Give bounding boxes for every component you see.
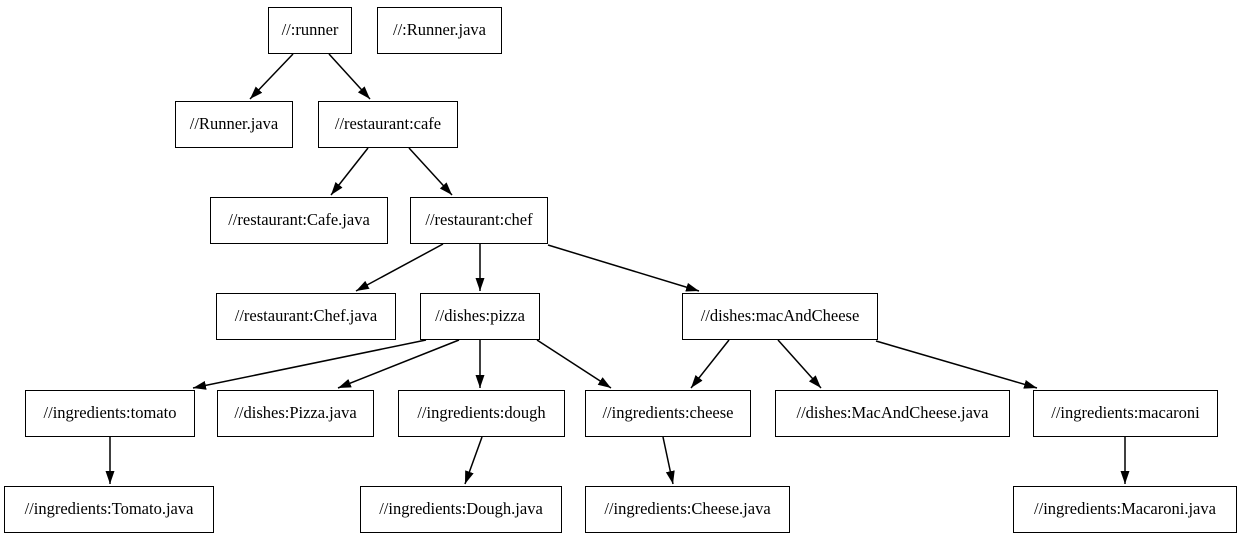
graph-node-label: //dishes:pizza <box>435 306 525 326</box>
edge-chef-to-chef-java <box>355 243 444 292</box>
edge-mac-and-cheese-to-macaroni <box>875 340 1038 389</box>
graph-node-label: //:Runner.java <box>392 20 487 40</box>
edge-runner-to-cafe <box>328 53 371 100</box>
graph-node-mac-and-cheese: //dishes:macAndCheese <box>682 293 878 340</box>
graph-node-runner-java-file: //Runner.java <box>175 101 293 148</box>
edge-runner-to-runner-java-file <box>249 53 294 100</box>
graph-node-dough: //ingredients:dough <box>398 390 565 437</box>
edge-cafe-to-chef <box>408 147 453 196</box>
graph-node-cafe: //restaurant:cafe <box>318 101 458 148</box>
graph-node-label: //restaurant:Cafe.java <box>228 210 370 230</box>
graph-node-label: //ingredients:macaroni <box>1051 403 1200 423</box>
edge-mac-and-cheese-to-cheese <box>690 339 730 389</box>
edge-chef-to-mac-and-cheese <box>547 244 700 292</box>
graph-node-pizza-java: //dishes:Pizza.java <box>217 390 374 437</box>
graph-node-label: //ingredients:Tomato.java <box>24 499 194 519</box>
edge-cheese-to-cheese-java <box>662 436 675 485</box>
graph-node-cafe-java: //restaurant:Cafe.java <box>210 197 388 244</box>
graph-node-tomato: //ingredients:tomato <box>25 390 195 437</box>
graph-node-label: //Runner.java <box>189 114 279 134</box>
graph-node-runner: //:runner <box>268 7 352 54</box>
graph-node-label: //dishes:MacAndCheese.java <box>796 403 989 423</box>
graph-node-label: //ingredients:tomato <box>43 403 177 423</box>
graph-node-macaroni-java: //ingredients:Macaroni.java <box>1013 486 1237 533</box>
graph-node-tomato-java: //ingredients:Tomato.java <box>4 486 214 533</box>
graph-node-cheese: //ingredients:cheese <box>585 390 751 437</box>
graph-node-label: //ingredients:Dough.java <box>379 499 543 519</box>
graph-node-label: //restaurant:Chef.java <box>234 306 378 326</box>
graph-node-label: //dishes:Pizza.java <box>234 403 357 423</box>
edge-cafe-to-cafe-java <box>330 147 369 196</box>
edge-pizza-to-tomato <box>192 339 427 390</box>
graph-node-label: //ingredients:dough <box>417 403 546 423</box>
graph-node-label: //dishes:macAndCheese <box>700 306 860 326</box>
edge-mac-and-cheese-to-mac-and-cheese-java <box>777 339 822 389</box>
graph-node-macaroni: //ingredients:macaroni <box>1033 390 1218 437</box>
graph-node-mac-and-cheese-java: //dishes:MacAndCheese.java <box>775 390 1010 437</box>
graph-node-label: //:runner <box>281 20 339 40</box>
graph-node-dough-java: //ingredients:Dough.java <box>360 486 562 533</box>
graph-node-label: //ingredients:Macaroni.java <box>1034 499 1216 519</box>
edge-dough-to-dough-java <box>464 436 483 485</box>
edge-pizza-to-pizza-java <box>337 339 460 389</box>
edge-pizza-to-cheese <box>536 339 612 389</box>
graph-node-chef-java: //restaurant:Chef.java <box>216 293 396 340</box>
graph-node-runner-java-root: //:Runner.java <box>377 7 502 54</box>
graph-node-label: //restaurant:cafe <box>334 114 442 134</box>
graph-node-chef: //restaurant:chef <box>410 197 548 244</box>
graph-node-pizza: //dishes:pizza <box>420 293 540 340</box>
graph-node-label: //restaurant:chef <box>425 210 533 230</box>
graph-node-label: //ingredients:Cheese.java <box>604 499 771 519</box>
graph-node-label: //ingredients:cheese <box>602 403 734 423</box>
graph-node-cheese-java: //ingredients:Cheese.java <box>585 486 790 533</box>
